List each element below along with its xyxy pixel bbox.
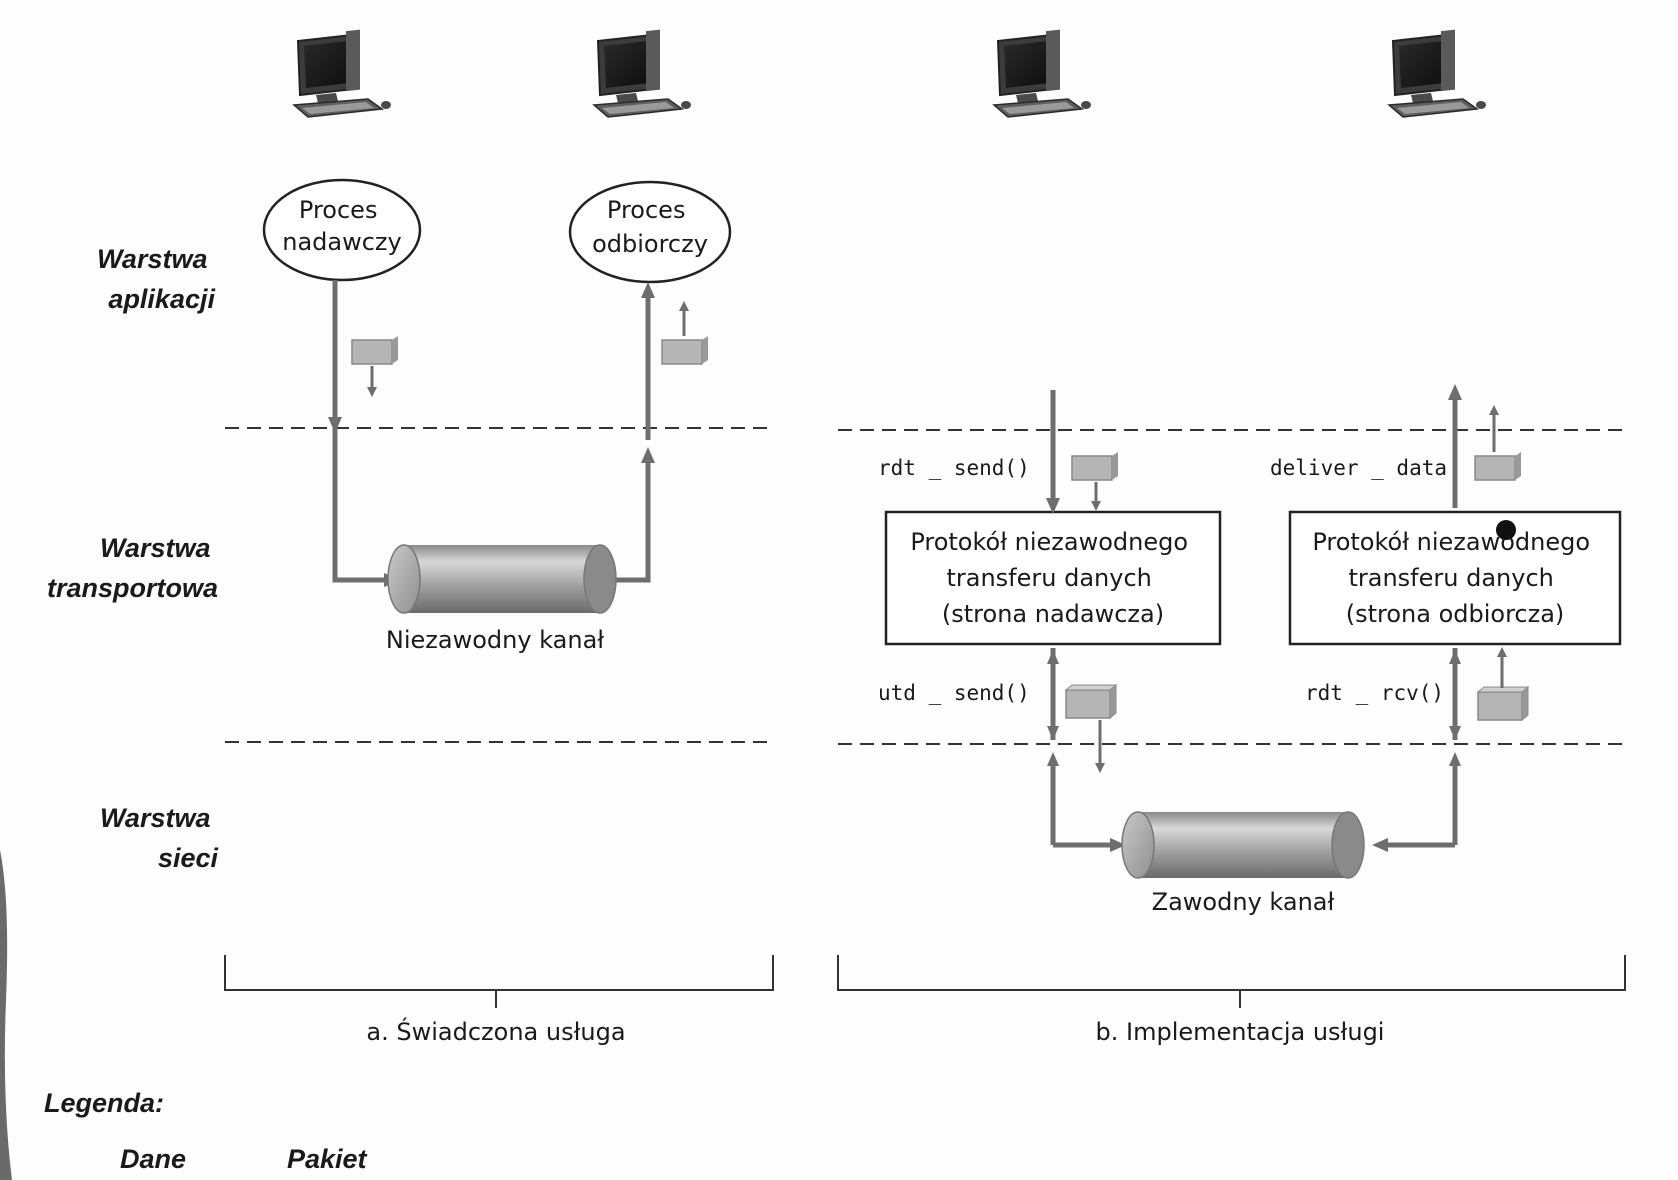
layer-label-application-1: Warstwa [97,244,208,274]
legend-data-label: Dane [120,1144,186,1174]
svg-text:Warstwa transportowa: Warstwa transportowa [47,533,218,603]
scan-edge [0,850,12,1180]
data-packet-icon [661,335,709,365]
computer-icon [993,28,1092,119]
receiver-protocol-box [1288,510,1622,646]
receiver-process-label-1: Proces [607,196,686,224]
bracket-part-a [224,955,774,991]
marker-dot [1496,520,1516,540]
layer-label-network-1: Warstwa [100,803,211,833]
computer-icon [593,28,692,119]
data-packet-icon [351,335,399,365]
deliver-data-label: deliver _ data [1270,456,1447,480]
sender-process-label-1: Proces [299,196,378,224]
legend-title: Legenda: [44,1088,164,1118]
svg-text:Warstwa sieci: Warstwa sieci [100,803,219,873]
layer-label-transport-2: transportowa [47,573,218,603]
caption-part-a: a. Świadczona usługa [366,1016,625,1046]
bracket-part-b [837,955,1626,991]
flow-arrow-sender-down [332,280,400,587]
receiver-protocol-label-1: Protokół niezawodnego [1312,528,1590,556]
layer-label-transport-1: Warstwa [100,533,211,563]
svg-text:Warstwa aplikacji: Warstwa aplikacji [97,244,216,314]
receiver-protocol-label-2: transferu danych [1348,564,1553,592]
flow-arrow-receiver-up-lower [608,447,655,583]
layer-label-network-2: sieci [158,843,219,873]
svg-text:Proces nadawczy: Proces nadawczy [282,196,401,256]
network-packet-icon [1065,684,1117,719]
udt-send-label: utd _ send() [878,681,1030,705]
receiver-process-label-2: odbiorczy [592,230,708,258]
sender-protocol-label-3: (strona nadawcza) [942,600,1164,628]
sender-process-ellipse [262,178,422,282]
computer-icon [1388,28,1487,119]
network-packet-icon [1477,686,1529,721]
rdt-rcv-label: rdt _ rcv() [1305,681,1444,705]
data-packet-icon [1474,451,1522,481]
rdt-send-label: rdt _ send() [878,456,1030,480]
legend-packet-label: Pakiet [287,1144,368,1174]
svg-text:Protokół niezawodnego tran: Protokół niezawodnego transferu danych (… [910,528,1195,628]
reliable-channel-label: Niezawodny kanał [386,626,604,654]
sender-process-label-2: nadawczy [282,228,401,256]
sender-protocol-label-1: Protokół niezawodnego [910,528,1188,556]
svg-text:Proces odbiorczy: Proces odbiorczy [592,196,708,258]
unreliable-channel-label: Zawodny kanał [1152,888,1335,916]
reliable-channel-pipe [387,544,617,614]
svg-text:Protokół niezawodnego tran: Protokół niezawodnego transferu danych (… [1312,528,1597,628]
caption-part-b: b. Implementacja usługi [1096,1018,1385,1046]
data-packet-icon [1071,451,1119,481]
receiver-protocol-label-3: (strona odbiorcza) [1346,600,1565,628]
unreliable-channel-pipe [1121,811,1365,879]
layer-label-application-2: aplikacji [108,284,215,314]
sender-protocol-label-2: transferu danych [946,564,1151,592]
computer-icon [293,28,392,119]
